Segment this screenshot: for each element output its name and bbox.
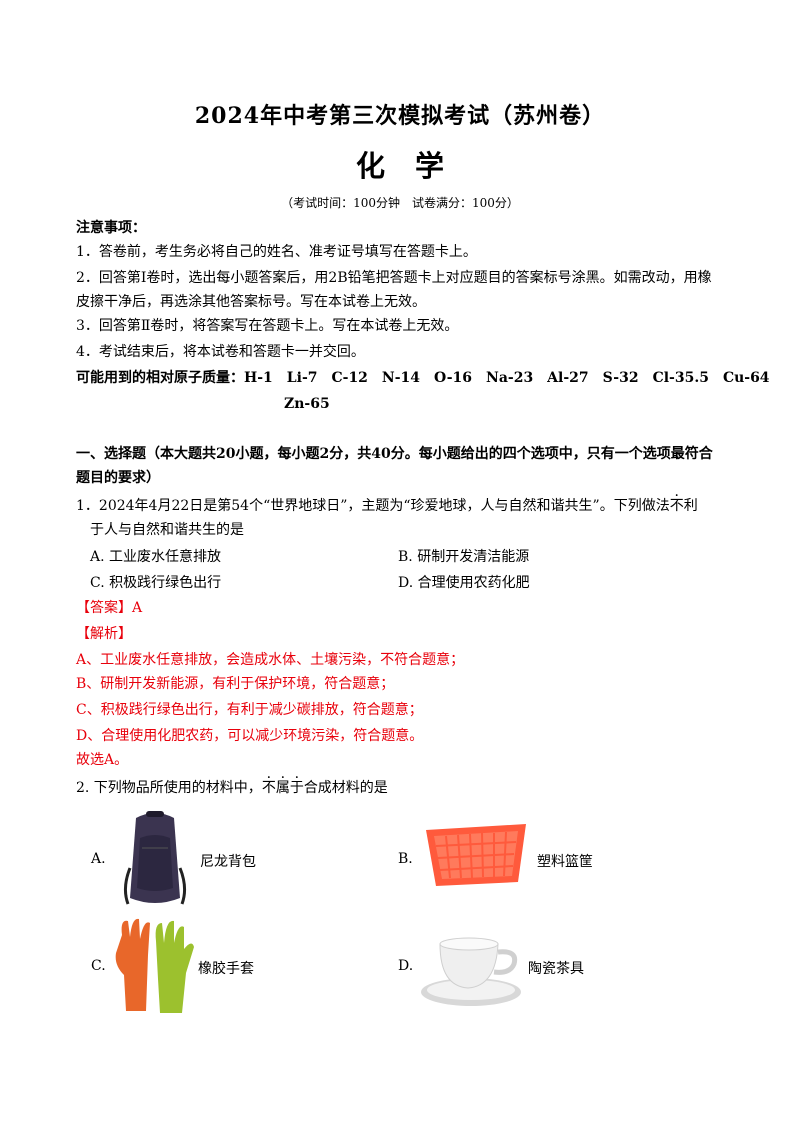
- section1-heading-a: 一、选择题（本大题共20小题，每小题2分，共40分。每小题给出的四个选项中，只有…: [76, 446, 713, 462]
- q1-analysis-d: D、合理使用化肥农药，可以减少环境污染，符合题意。: [76, 728, 424, 744]
- backpack-icon: [118, 808, 192, 912]
- q1-analysis-label: 【解析】: [76, 626, 132, 642]
- gloves-icon: [112, 915, 196, 1015]
- q1-option-c: C. 积极践行绿色出行: [90, 575, 222, 591]
- q2-option-d-letter: D.: [398, 958, 414, 974]
- section1-heading-b: 题目的要求）: [76, 470, 160, 486]
- q2-option-d-label: 陶瓷茶具: [528, 961, 584, 977]
- atomic-mass-values-2: Zn-65: [284, 396, 330, 412]
- q2-stem: 2. 下列物品所使用的材料中，不属于合成材料的是: [76, 778, 388, 798]
- atomic-mass-values: H-1 Li-7 C-12 N-14 O-16 Na-23 Al-27 S-32…: [244, 370, 770, 386]
- q1-option-d: D. 合理使用农药化肥: [398, 575, 530, 591]
- atomic-mass-label: 可能用到的相对原子质量：: [76, 370, 244, 386]
- note-3: 3．回答第Ⅱ卷时，将答案写在答题卡上。写在本试卷上无效。: [76, 318, 459, 334]
- note-4: 4．考试结束后，将本试卷和答题卡一并交回。: [76, 344, 365, 360]
- teacup-icon: [418, 930, 524, 1010]
- q2-option-b-label: 塑料篮筐: [537, 854, 593, 870]
- q1-analysis-c: C、积极践行绿色出行，有利于减少碳排放，符合题意；: [76, 702, 423, 718]
- exam-meta: （考试时间：100分钟 试卷满分：100分）: [281, 196, 519, 210]
- notes-heading: 注意事项：: [76, 220, 146, 236]
- q1-conclusion: 故选A。: [76, 752, 129, 768]
- q2-option-a-label: 尼龙背包: [200, 854, 256, 870]
- basket-icon: [422, 820, 530, 890]
- q1-answer: 【答案】A: [76, 600, 143, 616]
- q2-option-c-label: 橡胶手套: [198, 961, 254, 977]
- q1-analysis-a: A、工业废水任意排放，会造成水体、土壤污染，不符合题意；: [76, 652, 465, 668]
- note-1: 1．答卷前，考生务必将自己的姓名、准考证号填写在答题卡上。: [76, 244, 477, 260]
- exam-title: 2024年中考第三次模拟考试（苏州卷）: [194, 103, 606, 129]
- q2-option-c-letter: C.: [91, 958, 106, 974]
- q1-analysis-b: B、研制开发新能源，有利于保护环境，符合题意；: [76, 676, 395, 692]
- note-2b: 皮擦干净后，再选涂其他答案标号。写在本试卷上无效。: [76, 294, 426, 310]
- q1-option-a: A. 工业废水任意排放: [90, 549, 222, 565]
- q2-option-a-letter: A.: [91, 851, 106, 867]
- subject-title: 化学: [355, 149, 474, 183]
- atomic-mass-line: 可能用到的相对原子质量：H-1 Li-7 C-12 N-14 O-16 Na-2…: [76, 368, 770, 388]
- q1-stem-a: 1．2024年4月22日是第54个“世界地球日”，主题为“珍爱地球，人与自然和谐…: [76, 496, 698, 516]
- emphasis-char: 不: [670, 498, 684, 514]
- q2-option-b-letter: B.: [398, 851, 413, 867]
- q1-stem-b: 于人与自然和谐共生的是: [90, 522, 244, 538]
- q1-option-b: B. 研制开发清洁能源: [398, 549, 530, 565]
- note-2a: 2．回答第Ⅰ卷时，选出每小题答案后，用2B铅笔把答题卡上对应题目的答案标号涂黑。…: [76, 270, 712, 286]
